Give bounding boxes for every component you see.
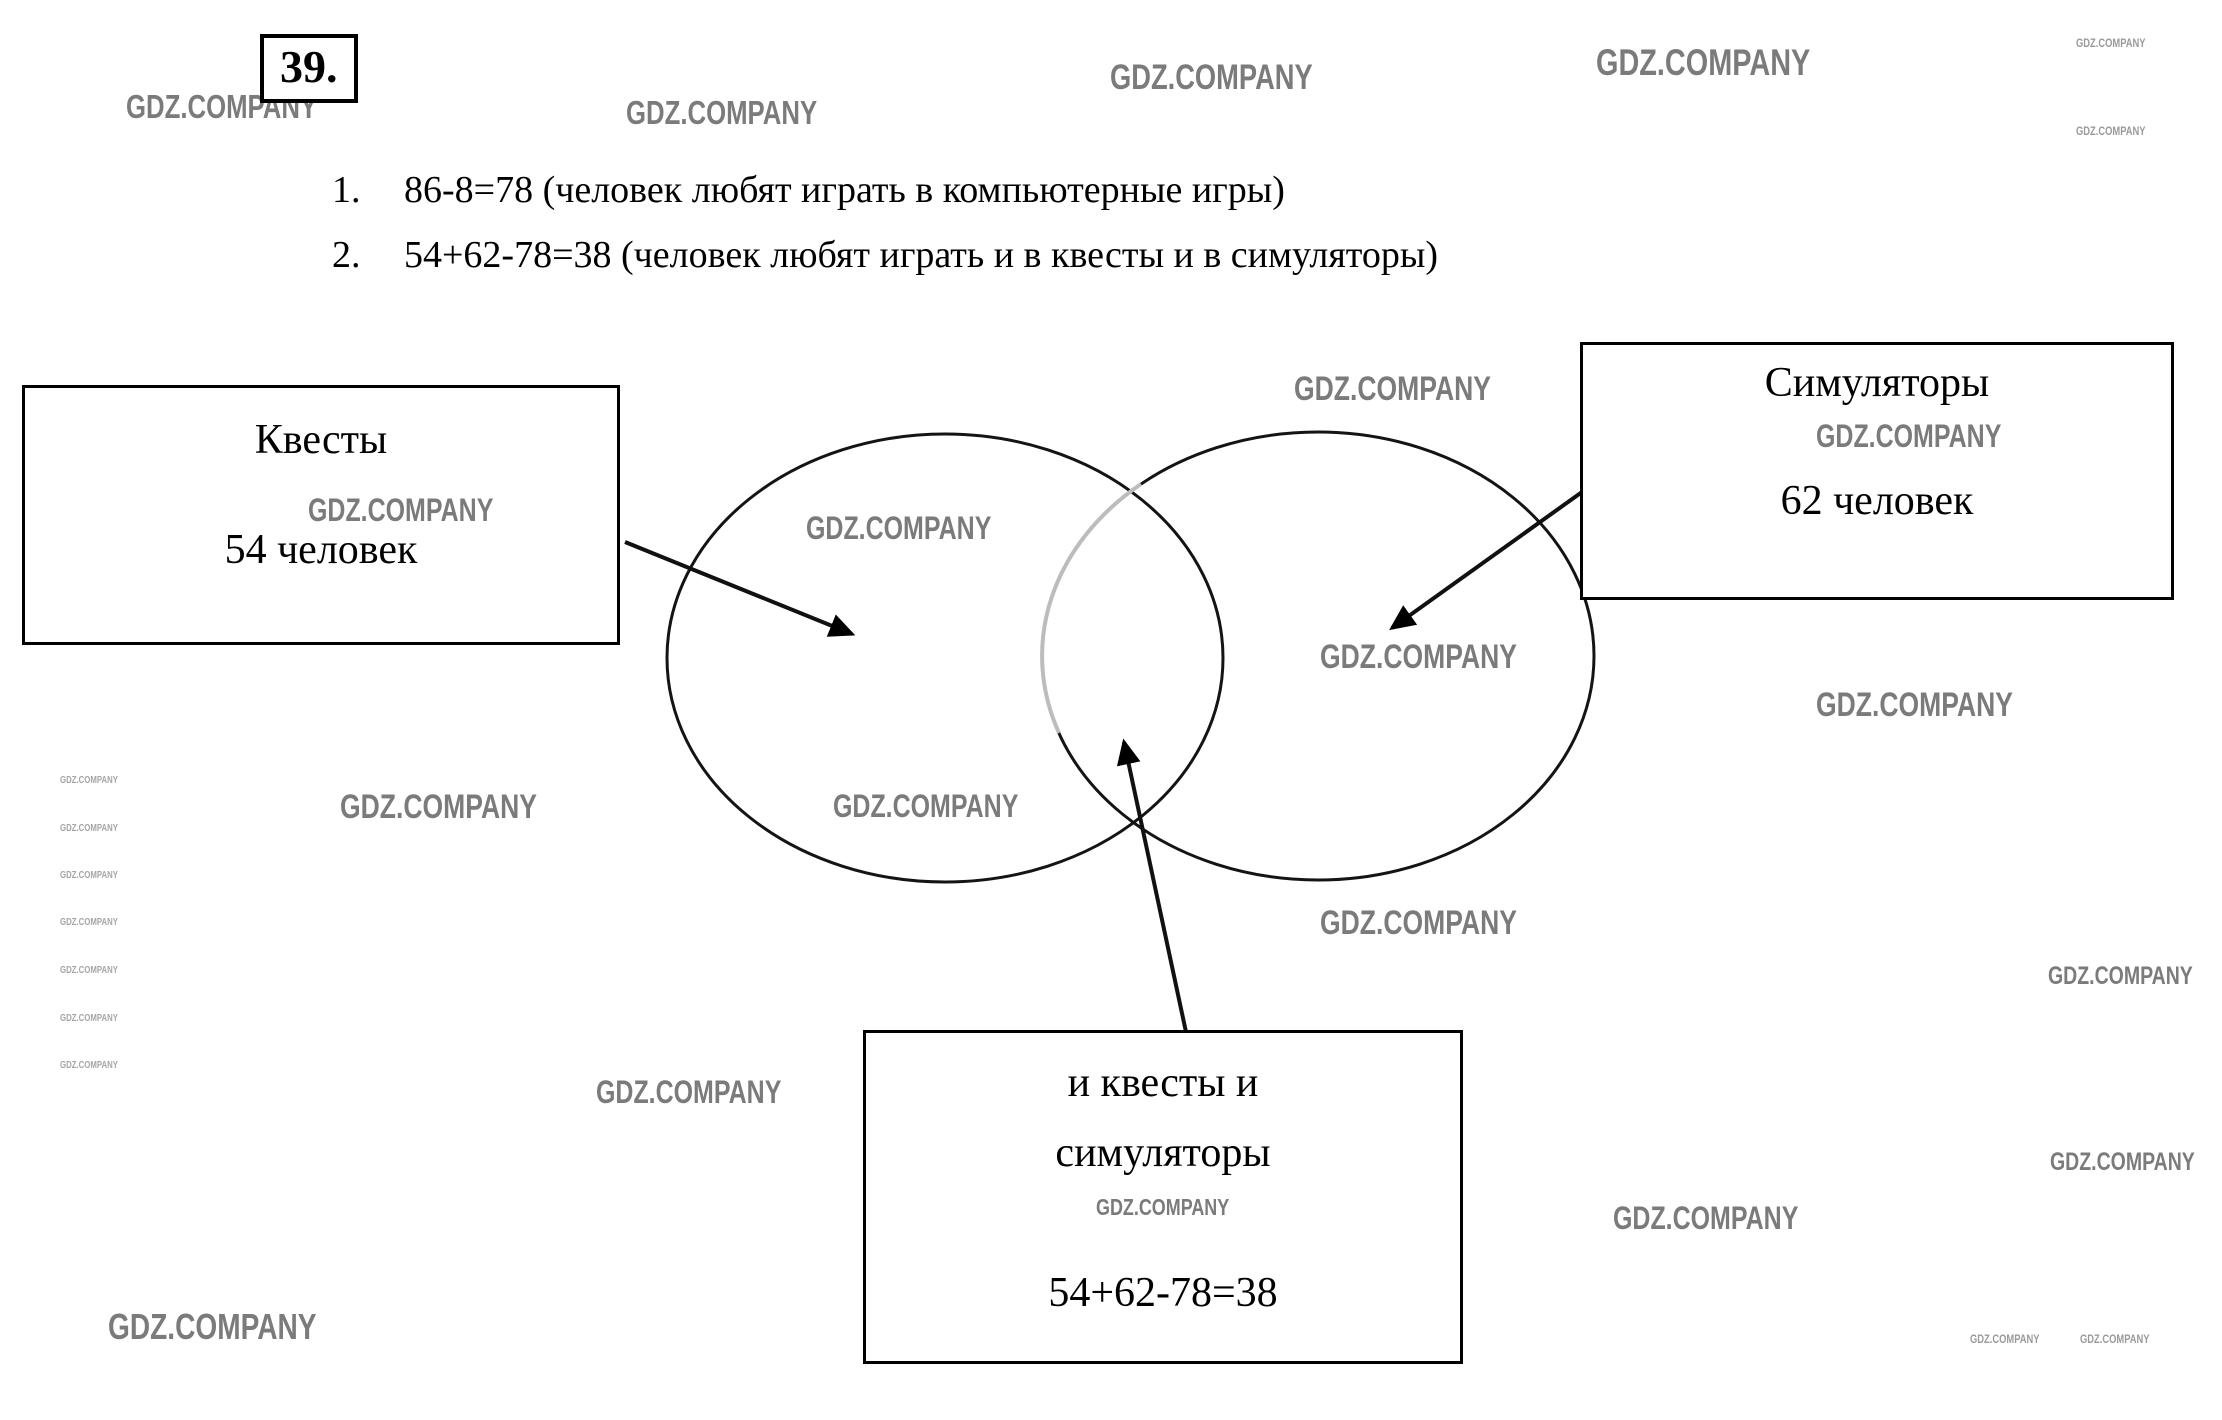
watermark: GDZ.COMPANY	[806, 510, 992, 546]
solution-line-1: 1. 86-8=78 (человек любят играть в компь…	[332, 168, 1285, 212]
watermark: GDZ.COMPANY	[60, 917, 118, 928]
watermark: GDZ.COMPANY	[2076, 36, 2146, 50]
intersection-formula: 54+62-78=38	[1048, 1270, 1278, 1316]
intersection-line2: симуляторы	[1055, 1130, 1271, 1176]
watermark: GDZ.COMPANY	[340, 788, 537, 826]
watermark: GDZ.COMPANY	[60, 1013, 118, 1024]
watermark: GDZ.COMPANY	[1110, 58, 1313, 97]
watermark: GDZ.COMPANY	[60, 965, 118, 976]
quests-value: 54 человек	[224, 527, 418, 573]
solution-line-2: 2. 54+62-78=38 (человек любят играть и в…	[332, 233, 1438, 277]
solution-line-text: 54+62-78=38 (человек любят играть и в кв…	[404, 234, 1439, 276]
watermark: GDZ.COMPANY	[60, 1060, 118, 1071]
watermark: GDZ.COMPANY	[1320, 904, 1517, 942]
watermark: GDZ.COMPANY	[1096, 1194, 1230, 1220]
watermark: GDZ.COMPANY	[596, 1074, 782, 1110]
simulators-arrow	[1389, 490, 1584, 631]
solution-line-number: 1.	[332, 169, 361, 211]
watermark: GDZ.COMPANY	[60, 823, 118, 834]
watermark: GDZ.COMPANY	[626, 94, 818, 131]
watermark: GDZ.COMPANY	[2050, 1148, 2195, 1176]
intersection-arrow	[1116, 738, 1188, 1033]
watermark: GDZ.COMPANY	[1320, 638, 1517, 676]
simulators-label-box: Симуляторы 62 человек	[1580, 342, 2174, 600]
watermark: GDZ.COMPANY	[1816, 418, 2002, 454]
intersection-line1: и квесты и	[1067, 1060, 1259, 1106]
watermark: GDZ.COMPANY	[2048, 962, 2193, 990]
watermark: GDZ.COMPANY	[60, 870, 118, 881]
watermark: GDZ.COMPANY	[1294, 370, 1491, 408]
watermark: GDZ.COMPANY	[2080, 1332, 2150, 1346]
simulators-value: 62 человек	[1780, 478, 1974, 524]
watermark: GDZ.COMPANY	[1816, 686, 2013, 724]
watermark: GDZ.COMPANY	[1970, 1332, 2040, 1346]
watermark: GDZ.COMPANY	[833, 788, 1019, 824]
solution-line-number: 2.	[332, 234, 361, 276]
intersection-label-box: и квесты и симуляторы 54+62-78=38	[863, 1030, 1463, 1364]
watermark: GDZ.COMPANY	[308, 492, 494, 528]
solution-line-text: 86-8=78 (человек любят играть в компьюте…	[404, 169, 1285, 211]
watermark: GDZ.COMPANY	[108, 1306, 317, 1347]
watermark: GDZ.COMPANY	[60, 775, 118, 786]
quests-label-box: Квесты 54 человек	[22, 385, 620, 645]
watermark: GDZ.COMPANY	[1613, 1200, 1799, 1236]
problem-number-badge: 39.	[260, 34, 358, 103]
simulators-title: Симуляторы	[1764, 360, 1990, 406]
watermark: GDZ.COMPANY	[1596, 42, 1811, 83]
watermark: GDZ.COMPANY	[2076, 124, 2146, 138]
quests-title: Квесты	[254, 417, 388, 463]
problem-number: 39.	[280, 41, 338, 92]
faded-arc	[1040, 482, 1143, 734]
quests-arrow	[624, 540, 856, 637]
